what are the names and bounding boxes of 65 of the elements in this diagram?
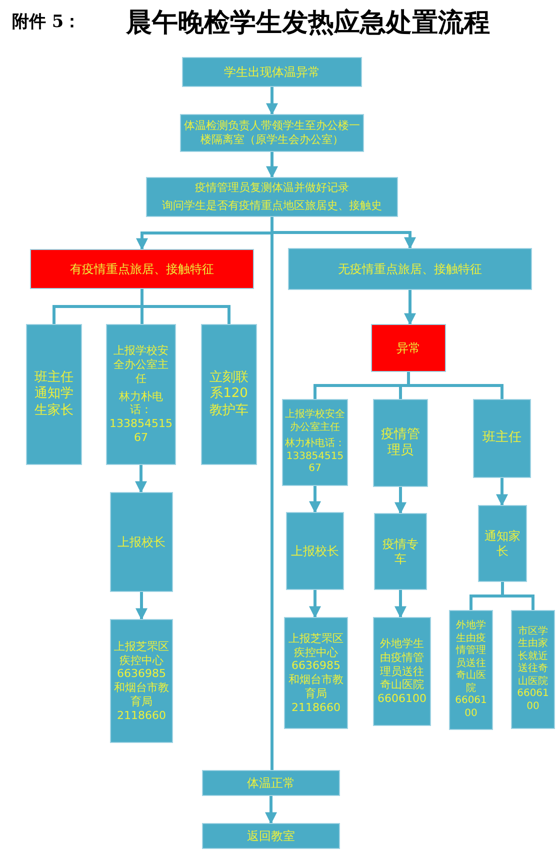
- process-box: [511, 610, 555, 729]
- process-box: [478, 505, 527, 582]
- process-box: [201, 324, 257, 465]
- arrow: [136, 592, 148, 620]
- box-text: 疫情专车: [382, 536, 420, 566]
- process-box: [106, 324, 176, 465]
- box-text: 外地学生由疫情管理员送往奇山医院6606100: [454, 620, 488, 720]
- alert-box: [30, 249, 254, 289]
- box-text: 有疫情重点旅居、接触特征: [69, 262, 215, 276]
- arrow: [309, 486, 321, 514]
- arrow: [266, 152, 278, 178]
- box-text: 外地学生由疫情管理员送往奇山医院6606100: [376, 637, 428, 706]
- box-text: 上报校长: [116, 534, 166, 550]
- box-text: 异常: [396, 340, 422, 356]
- box-text: 班主任通知学生家长: [34, 370, 74, 419]
- box-text: 通知家长: [484, 528, 522, 558]
- process-box: [449, 610, 493, 730]
- box-text: 林力朴电话：13385451567: [109, 390, 173, 445]
- title: 晨午晚检学生发热应急处置流程: [126, 7, 490, 40]
- arrow: [394, 590, 406, 618]
- connector-line: [501, 582, 534, 610]
- process-box: [110, 492, 173, 592]
- arrow: [265, 796, 277, 824]
- process-box: [110, 619, 173, 743]
- connector-line: [140, 289, 230, 324]
- box-text: 学生出现体温异常: [223, 64, 321, 80]
- process-box: [373, 399, 428, 487]
- box-text: 上报学校安全办公室主任: [112, 344, 170, 386]
- box-text: 上报校长: [290, 544, 340, 558]
- process-box: [374, 513, 427, 590]
- process-box: [26, 324, 82, 465]
- process-box: [288, 248, 532, 290]
- arrow: [394, 487, 406, 514]
- process-box: [282, 399, 348, 486]
- box-text: 上报芝罘区疾控中心6636985和烟台市教育局2118660: [113, 640, 170, 722]
- connector-line: [407, 372, 504, 399]
- box-text: 询问学生是否有疫情重点地区旅居史、接触史: [161, 199, 383, 213]
- box-text: 体温检测负责人带领学生至办公楼一楼隔离室（原学生会办公室）: [183, 119, 361, 147]
- process-box: [373, 617, 431, 726]
- box-text: 疫情管理员复测体温并做好记录: [194, 181, 350, 195]
- process-box: [202, 770, 340, 796]
- box-text: 上报芝罘区疾控中心6636985和烟台市教育局2118660: [288, 632, 344, 714]
- process-box: [202, 823, 340, 849]
- arrow: [404, 290, 416, 326]
- arrow: [135, 465, 147, 494]
- process-box: [146, 177, 398, 217]
- arrow: [266, 87, 278, 116]
- alert-box: [371, 324, 446, 372]
- box-text: 疫情管理员: [380, 426, 421, 460]
- box-text: 体温正常: [246, 776, 296, 790]
- process-box: [473, 399, 531, 478]
- process-box: [180, 114, 364, 152]
- box-text: 上报学校安全办公室主任: [285, 409, 345, 434]
- arrow: [309, 590, 321, 618]
- box-text: 班主任: [482, 430, 522, 447]
- attachment-label: 附件 5：: [12, 11, 81, 34]
- process-box: [286, 512, 344, 590]
- process-box: [284, 617, 348, 729]
- process-box: [182, 57, 362, 87]
- arrow: [496, 478, 508, 506]
- box-text: 立刻联系120教护车: [208, 370, 250, 419]
- box-text: 市区学生由家长就近送往奇山医院6606100: [516, 626, 550, 714]
- box-text: 无疫情重点旅居、接触特征: [337, 262, 483, 276]
- box-text: 林力朴电话：13385451567: [285, 438, 345, 476]
- box-text: 返回教室: [246, 828, 296, 844]
